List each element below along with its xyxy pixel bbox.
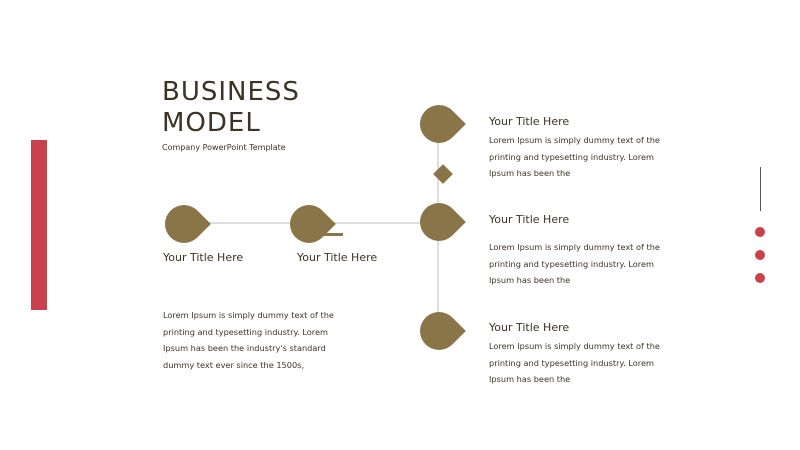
title-line-1: BUSINESS (162, 77, 300, 107)
page-dot[interactable] (755, 227, 765, 237)
title-line-2: MODEL (162, 108, 261, 138)
item-title: Your Title Here (297, 251, 378, 264)
body-text: Lorem Ipsum is simply dummy text of the … (489, 341, 660, 384)
body-text: Lorem Ipsum is simply dummy text of the … (163, 310, 334, 370)
indicator-line (760, 167, 761, 211)
body-text: Lorem Ipsum is simply dummy text of the … (489, 242, 660, 285)
body-text: Lorem Ipsum is simply dummy text of the … (489, 135, 660, 178)
item-title: Your Title Here (489, 213, 570, 226)
item-title: Your Title Here (489, 321, 570, 334)
subtitle: Company PowerPoint Template (162, 143, 286, 152)
accent-dash (323, 233, 343, 236)
accent-bar (31, 140, 47, 310)
page-dot[interactable] (755, 250, 765, 260)
page-title: BUSINESS MODEL (162, 77, 300, 139)
item-title: Your Title Here (163, 251, 244, 264)
page-dot[interactable] (755, 273, 765, 283)
item-title: Your Title Here (489, 115, 570, 128)
